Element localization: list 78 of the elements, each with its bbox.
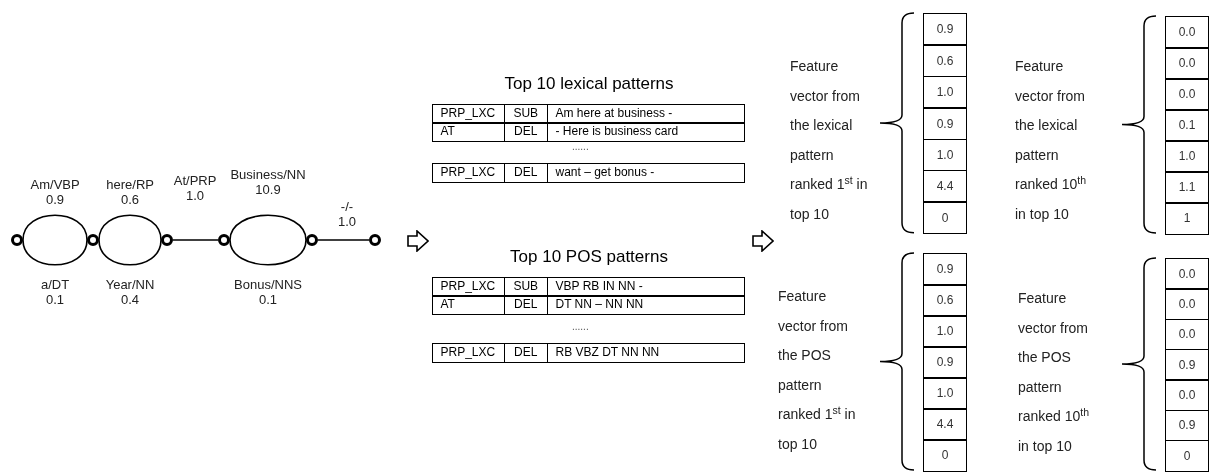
table-cell: DEL bbox=[503, 163, 548, 183]
edge-label: here/RP 0.6 bbox=[105, 177, 155, 207]
lattice-node bbox=[87, 234, 99, 246]
table-cell: PRP_LXC bbox=[431, 104, 505, 124]
lattice-arc bbox=[229, 239, 307, 266]
table-cell: RB VBZ DT NN NN bbox=[546, 343, 745, 363]
vector-cell: 0.0 bbox=[1165, 288, 1209, 321]
table-cell: SUB bbox=[503, 277, 548, 297]
table-cell: PRP_LXC bbox=[431, 277, 505, 297]
table-cell: AT bbox=[431, 122, 505, 142]
table-cell: DEL bbox=[503, 295, 548, 315]
lattice-arc bbox=[172, 239, 219, 241]
vector-description: Feature vector from the POS pattern ranked 1$^{st}$ in top 10 bbox=[778, 287, 857, 454]
lattice-node bbox=[218, 234, 230, 246]
lattice-arc bbox=[229, 214, 307, 241]
ellipsis: ...... bbox=[572, 322, 589, 332]
vector-description: Feature vector from the POS pattern ranked 10$^{th}$ in top 10 bbox=[1018, 289, 1091, 456]
vector-cell: 1.0 bbox=[923, 377, 967, 410]
table-cell: DEL bbox=[503, 122, 548, 142]
vector-cell: 0.0 bbox=[1165, 258, 1209, 290]
vector-description: Feature vector from the lexical pattern ranked 1$^{st}$ in top 10 bbox=[790, 57, 869, 224]
vector-cell: 0 bbox=[923, 201, 967, 235]
edge-label: Business/NN 10.9 bbox=[229, 167, 307, 197]
vector-description: Feature vector from the lexical pattern ranked 10$^{th}$ in top 10 bbox=[1015, 57, 1088, 224]
vector-cell: 0.9 bbox=[1165, 409, 1209, 442]
vector-cell: 1.0 bbox=[923, 138, 967, 172]
vector-cell: 0.6 bbox=[923, 284, 967, 317]
vector-cell: 1.0 bbox=[923, 75, 967, 109]
edge-label: Year/NN 0.4 bbox=[104, 277, 156, 307]
vector-cell: 4.4 bbox=[923, 408, 967, 441]
vector-cell: 0.0 bbox=[1165, 78, 1209, 111]
edge-label: At/PRP 1.0 bbox=[172, 173, 218, 203]
vector-cell: 0.9 bbox=[1165, 348, 1209, 381]
vector-cell: 0 bbox=[1165, 439, 1209, 472]
edge-label: -/- 1.0 bbox=[336, 199, 358, 229]
vector-cell: 0.6 bbox=[923, 44, 967, 78]
table-cell: Am here at business - bbox=[546, 104, 745, 124]
edge-label: a/DT 0.1 bbox=[40, 277, 70, 307]
vector-cell: 0.1 bbox=[1165, 109, 1209, 142]
vector-cell: 0.0 bbox=[1165, 379, 1209, 411]
block-arrow bbox=[407, 230, 429, 252]
vector-cell: 0.9 bbox=[923, 346, 967, 379]
table-cell: AT bbox=[431, 295, 505, 315]
lattice-arc bbox=[22, 239, 88, 266]
lattice-arc bbox=[317, 239, 370, 241]
table-cell: VBP RB IN NN - bbox=[546, 277, 745, 297]
table-title: Top 10 lexical patterns bbox=[503, 74, 675, 94]
table-cell: DEL bbox=[503, 343, 548, 363]
table-cell: - Here is business card bbox=[546, 122, 745, 142]
vector-cell: 0.9 bbox=[923, 253, 967, 286]
vector-cell: 0.9 bbox=[923, 13, 967, 46]
vector-cell: 0.0 bbox=[1165, 318, 1209, 351]
lattice-node bbox=[161, 234, 173, 246]
vector-cell: 1.1 bbox=[1165, 171, 1209, 204]
table-cell: PRP_LXC bbox=[431, 163, 505, 183]
table-title: Top 10 POS patterns bbox=[509, 247, 669, 267]
ellipsis: ...... bbox=[572, 142, 589, 152]
vector-cell: 0.9 bbox=[923, 107, 967, 141]
table-cell: DT NN – NN NN bbox=[546, 295, 745, 315]
lattice-node bbox=[11, 234, 23, 246]
lattice-arc bbox=[98, 214, 162, 241]
lattice-node bbox=[369, 234, 381, 246]
vector-cell: 1.0 bbox=[1165, 140, 1209, 173]
block-arrow bbox=[752, 230, 774, 252]
table-cell: want – get bonus - bbox=[546, 163, 745, 183]
table-cell: PRP_LXC bbox=[431, 343, 505, 363]
edge-label: Am/VBP 0.9 bbox=[29, 177, 81, 207]
vector-cell: 0 bbox=[923, 439, 967, 472]
vector-cell: 4.4 bbox=[923, 170, 967, 203]
lattice-arc bbox=[98, 239, 162, 266]
vector-cell: 1 bbox=[1165, 202, 1209, 235]
vector-cell: 1.0 bbox=[923, 315, 967, 348]
vector-cell: 0.0 bbox=[1165, 16, 1209, 49]
table-cell: SUB bbox=[503, 104, 548, 124]
lattice-arc bbox=[22, 214, 88, 241]
edge-label: Bonus/NNS 0.1 bbox=[233, 277, 303, 307]
vector-cell: 0.0 bbox=[1165, 47, 1209, 80]
lattice-node bbox=[306, 234, 318, 246]
